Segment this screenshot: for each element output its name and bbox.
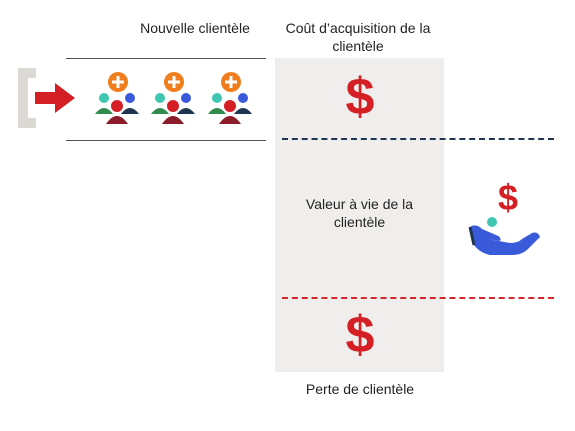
customer-group-icon: [205, 70, 255, 124]
customer-group-icon: [148, 70, 198, 124]
acquisition-cost-label: Coût d’acquisition de la clientèle: [285, 20, 431, 54]
new-customers-label: Nouvelle clientèle: [140, 20, 250, 36]
churn-boundary-dashed-line: [282, 297, 554, 299]
arrow-right-icon: [35, 82, 77, 114]
hand-holding-dollar-icon: [466, 213, 546, 259]
lifetime-value-label: Valeur à vie de la clientèle: [305, 196, 414, 230]
bracket-icon: [14, 66, 38, 130]
churn-dollar-icon: $: [345, 306, 375, 364]
acquisition-dollar-icon: $: [345, 68, 375, 126]
customer-group-icon: [92, 70, 142, 124]
cost-column-background: [275, 58, 444, 372]
top-divider-line: [66, 58, 266, 59]
churn-label: Perte de clientèle: [305, 381, 415, 397]
hand-dollar-icon: $: [497, 177, 519, 218]
bottom-divider-line: [66, 140, 266, 141]
acquisition-boundary-dashed-line: [282, 138, 554, 140]
